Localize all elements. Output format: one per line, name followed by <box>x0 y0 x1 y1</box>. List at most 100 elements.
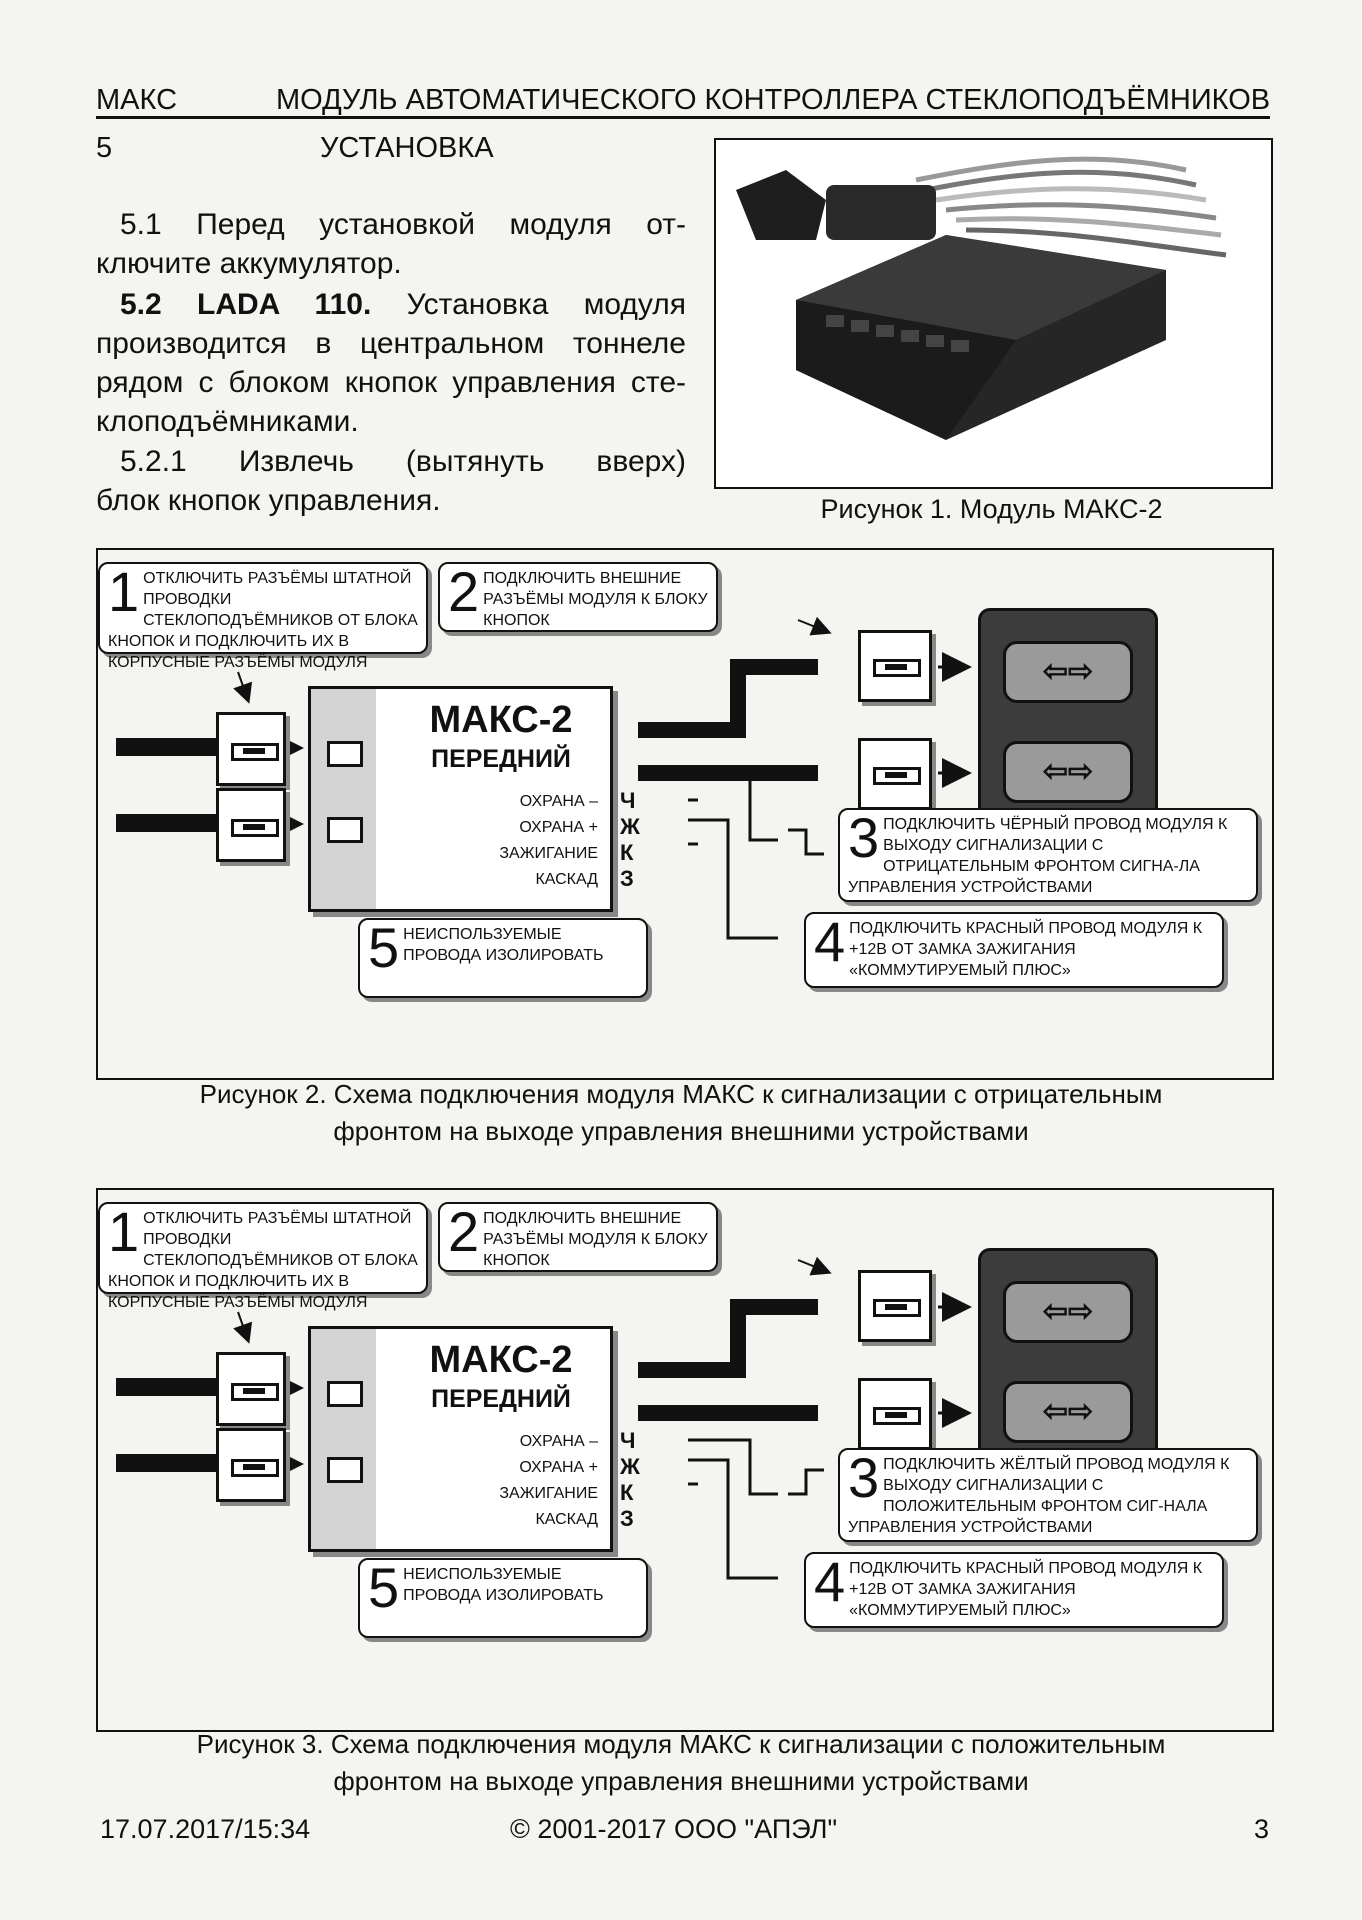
module-port-2 <box>327 1457 363 1483</box>
external-connector-2 <box>858 1378 932 1450</box>
connector-slot <box>873 659 921 677</box>
figure-3-caption-line-1: Рисунок 3. Схема подключения модуля МАКС… <box>196 1729 1166 1759</box>
module-port-1 <box>327 741 363 767</box>
wire-label-ignition: ЗАЖИГАНИЕ <box>499 1485 598 1502</box>
p51-line-1: 5.1 Перед установкой модуля от- <box>120 208 686 241</box>
module-subtitle: ПЕРЕДНИЙ <box>431 745 571 773</box>
note-1-text: ОТКЛЮЧИТЬ РАЗЪЁМЫ ШТАТНОЙ ПРОВОДКИ СТЕКЛ… <box>108 1210 418 1311</box>
external-connector-1 <box>858 630 932 702</box>
note-5-number: 5 <box>368 1556 400 1619</box>
note-1: 1 ОТКЛЮЧИТЬ РАЗЪЁМЫ ШТАТНОЙ ПРОВОДКИ СТЕ… <box>98 1200 428 1311</box>
window-switch-block: ⇦⇨ ⇦⇨ <box>978 608 1158 834</box>
wire-label-ignition: ЗАЖИГАНИЕ <box>499 845 598 862</box>
connector-slot <box>231 1459 279 1477</box>
header-rule <box>96 116 1270 119</box>
figure-3-caption: Рисунок 3. Схема подключения модуля МАКС… <box>0 1726 1362 1800</box>
wire-label-alarm-plus: ОХРАНА + <box>519 1459 598 1476</box>
module-harness-connector-1 <box>216 1352 286 1426</box>
connector-slot <box>873 767 921 785</box>
footer-page-number: 3 <box>1254 1814 1270 1844</box>
wire-label-alarm-plus: ОХРАНА + <box>519 819 598 836</box>
window-switch-button-1: ⇦⇨ <box>1003 641 1133 703</box>
module-harness-connector-2 <box>216 1428 286 1502</box>
p52-line-2: производится в центральном тоннеле <box>96 327 686 360</box>
window-switch-button-2: ⇦⇨ <box>1003 1381 1133 1443</box>
note-4-number: 4 <box>814 910 846 973</box>
note-3-text: ПОДКЛЮЧИТЬ ЖЁЛТЫЙ ПРОВОД МОДУЛЯ К ВЫХОДУ… <box>848 1456 1230 1536</box>
wire-letter-green: З <box>620 866 634 891</box>
external-connector-1 <box>858 1270 932 1342</box>
header-left: МАКС <box>96 84 178 116</box>
wiring-lines <box>116 1256 972 1580</box>
p52-heading: 5.2 LADA 110. <box>120 288 372 321</box>
header-title: МОДУЛЬ АВТОМАТИЧЕСКОГО КОНТРОЛЛЕРА СТЕКЛ… <box>276 84 1271 116</box>
connector-slot <box>231 1383 279 1401</box>
arrow-left-right-icon: ⇦⇨ <box>1042 655 1094 688</box>
p521-line-2: блок кнопок управления. <box>96 484 441 517</box>
module-body <box>376 689 610 909</box>
note-2-text: ПОДКЛЮЧИТЬ ВНЕШНИЕ РАЗЪЁМЫ МОДУЛЯ К БЛОК… <box>483 570 708 629</box>
module-port-2 <box>327 817 363 843</box>
paragraph-5-2: 5.2 LADA 110. Установка модуля производи… <box>96 285 686 441</box>
note-1: 1 ОТКЛЮЧИТЬ РАЗЪЁМЫ ШТАТНОЙ ПРОВОДКИ СТЕ… <box>98 560 428 671</box>
note-4: 4 ПОДКЛЮЧИТЬ КРАСНЫЙ ПРОВОД МОДУЛЯ К +12… <box>804 1552 1224 1628</box>
note-1-number: 1 <box>108 560 140 623</box>
note-4-text: ПОДКЛЮЧИТЬ КРАСНЫЙ ПРОВОД МОДУЛЯ К +12В … <box>849 1560 1203 1619</box>
p51-line-2: ключите аккумулятор. <box>96 247 402 280</box>
external-connector-2 <box>858 738 932 810</box>
note-2-number: 2 <box>448 560 480 623</box>
note-2-number: 2 <box>448 1200 480 1263</box>
wire-letter-yellow: Ж <box>620 814 640 839</box>
note-5: 5 НЕИСПОЛЬЗУЕМЫЕ ПРОВОДА ИЗОЛИРОВАТЬ <box>358 918 648 998</box>
note-3-number: 3 <box>848 806 880 869</box>
note-5-number: 5 <box>368 916 400 979</box>
p52-line-1: Установка модуля <box>371 288 686 321</box>
module-title: МАКС-2 <box>429 1339 573 1381</box>
module-harness-connector-2 <box>216 788 286 862</box>
window-switch-block: ⇦⇨ ⇦⇨ <box>978 1248 1158 1474</box>
note-3: 3 ПОДКЛЮЧИТЬ ЖЁЛТЫЙ ПРОВОД МОДУЛЯ К ВЫХО… <box>838 1448 1258 1542</box>
figure-2-diagram: 1 ОТКЛЮЧИТЬ РАЗЪЁМЫ ШТАТНОЙ ПРОВОДКИ СТЕ… <box>96 548 1274 1080</box>
connector-slot <box>231 819 279 837</box>
module-subtitle: ПЕРЕДНИЙ <box>431 1385 571 1413</box>
figure-2-caption-line-1: Рисунок 2. Схема подключения модуля МАКС… <box>199 1079 1163 1109</box>
wire-letter-black: Ч <box>620 788 636 813</box>
paragraph-5-1: 5.1 Перед установкой модуля от- ключите … <box>96 205 686 283</box>
figure-2-caption: Рисунок 2. Схема подключения модуля МАКС… <box>0 1076 1362 1150</box>
footer-date: 17.07.2017/15:34 <box>100 1814 311 1844</box>
connector-slot <box>873 1299 921 1317</box>
arrow-left-right-icon: ⇦⇨ <box>1042 1395 1094 1428</box>
p52-line-3: рядом с блоком кнопок управления сте- <box>96 366 686 399</box>
wire-label-cascade: КАСКАД <box>535 1511 598 1528</box>
module-title: МАКС-2 <box>429 699 573 741</box>
note-1-number: 1 <box>108 1200 140 1263</box>
module-photo <box>714 138 1273 489</box>
connector-slot <box>873 1407 921 1425</box>
note-2: 2 ПОДКЛЮЧИТЬ ВНЕШНИЕ РАЗЪЁМЫ МОДУЛЯ К БЛ… <box>438 562 718 632</box>
arrow-left-right-icon: ⇦⇨ <box>1042 1295 1094 1328</box>
arrow-left-right-icon: ⇦⇨ <box>1042 755 1094 788</box>
module-photo-illustration <box>736 156 1227 440</box>
paragraph-5-2-1: 5.2.1 Извлечь (вытянуть вверх) блок кноп… <box>96 442 686 520</box>
section-number: 5 <box>96 132 113 164</box>
figure-2-caption-line-2: фронтом на выходе управления внешними ус… <box>333 1116 1029 1146</box>
wire-label-alarm-minus: ОХРАНА – <box>519 793 598 810</box>
note-2-text: ПОДКЛЮЧИТЬ ВНЕШНИЕ РАЗЪЁМЫ МОДУЛЯ К БЛОК… <box>483 1210 708 1269</box>
p521-line-1: 5.2.1 Извлечь (вытянуть вверх) <box>120 445 686 478</box>
note-1-text: ОТКЛЮЧИТЬ РАЗЪЁМЫ ШТАТНОЙ ПРОВОДКИ СТЕКЛ… <box>108 570 418 671</box>
wire-label-cascade: КАСКАД <box>535 871 598 888</box>
maks-2-module: МАКС-2 ПЕРЕДНИЙ ОХРАНА – ОХРАНА + ЗАЖИГА… <box>308 686 613 912</box>
note-4-number: 4 <box>814 1550 846 1613</box>
note-5-text: НЕИСПОЛЬЗУЕМЫЕ ПРОВОДА ИЗОЛИРОВАТЬ <box>403 926 604 964</box>
note-4: 4 ПОДКЛЮЧИТЬ КРАСНЫЙ ПРОВОД МОДУЛЯ К +12… <box>804 912 1224 988</box>
note-3: 3 ПОДКЛЮЧИТЬ ЧЁРНЫЙ ПРОВОД МОДУЛЯ К ВЫХО… <box>838 808 1258 902</box>
module-port-1 <box>327 1381 363 1407</box>
module-body <box>376 1329 610 1549</box>
figure-1-caption: Рисунок 1. Модуль МАКС-2 <box>820 494 1163 524</box>
wire-label-alarm-minus: ОХРАНА – <box>519 1433 598 1450</box>
figure-3-caption-line-2: фронтом на выходе управления внешними ус… <box>333 1766 1029 1796</box>
footer-copyright: © 2001-2017 ООО "АПЭЛ" <box>510 1814 838 1844</box>
figure-3-diagram: 1 ОТКЛЮЧИТЬ РАЗЪЁМЫ ШТАТНОЙ ПРОВОДКИ СТЕ… <box>96 1188 1274 1732</box>
maks-2-module: МАКС-2 ПЕРЕДНИЙ ОХРАНА – ОХРАНА + ЗАЖИГА… <box>308 1326 613 1552</box>
p52-line-4: клоподъёмниками. <box>96 405 359 438</box>
